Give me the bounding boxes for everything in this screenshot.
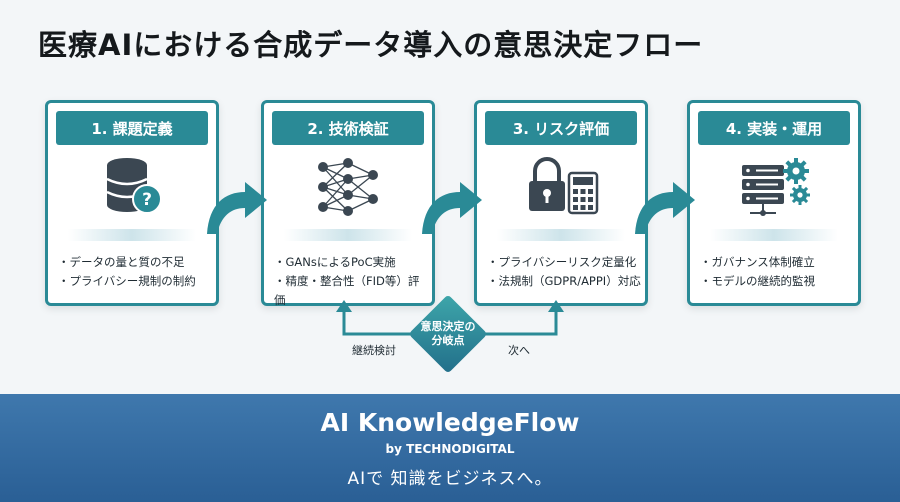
step-4-bullets: ガバナンス体制確立 モデルの継続的監視: [700, 253, 854, 291]
step-2-header: 2. 技術検証: [272, 111, 424, 145]
step-card-3: 3. リスク評価 プライバシーリスク定量化 法規制（GDPR/APPI）対応: [474, 100, 648, 306]
footer-banner: AI KnowledgeFlow by TECHNODIGITAL AIで 知識…: [0, 394, 900, 502]
step-1-bullet: データの量と質の不足: [58, 253, 212, 272]
neural-network-icon: [264, 155, 432, 219]
step-3-bullets: プライバシーリスク定量化 法規制（GDPR/APPI）対応: [487, 253, 641, 291]
step-2-bullet: 精度・整合性（FID等）評価: [274, 272, 428, 310]
decision-loop-arrows: [336, 300, 564, 336]
step-1-bullet: プライバシー規制の制約: [58, 272, 212, 291]
server-gears-icon: [690, 155, 858, 219]
step-3-header: 3. リスク評価: [485, 111, 637, 145]
svg-text:?: ?: [142, 190, 152, 210]
step-2-bullets: GANsによるPoC実施 精度・整合性（FID等）評価: [274, 253, 428, 310]
tagline: AIで 知識をビジネスへ。: [347, 469, 553, 489]
continue-review-label: 継続検討: [352, 344, 396, 357]
flow-arrow-icon: [207, 182, 267, 234]
flow-arrow-icon: [422, 182, 482, 234]
step-4-header: 4. 実装・運用: [698, 111, 850, 145]
step-4-bullet: モデルの継続的監視: [700, 272, 854, 291]
decision-label: 意思決定の 分岐点: [420, 320, 476, 347]
flow-arrow-icon: [635, 182, 695, 234]
step-card-2: 2. 技術検証 GANsによるPoC実施 精度・整合性（FID等）評価: [261, 100, 435, 307]
step-3-bullet: 法規制（GDPR/APPI）対応: [487, 272, 641, 291]
step-2-bullet: GANsによるPoC実施: [274, 253, 428, 272]
step-card-4: 4. 実装・運用: [687, 100, 861, 306]
step-card-1: 1. 課題定義 ? データの量と質の不足 プライバシー規制の制約: [45, 100, 219, 306]
step-4-bullet: ガバナンス体制確立: [700, 253, 854, 272]
step-3-bullet: プライバシーリスク定量化: [487, 253, 641, 272]
database-question-icon: ?: [48, 155, 216, 219]
step-1-header: 1. 課題定義: [56, 111, 208, 145]
brand-name: AI KnowledgeFlow: [320, 408, 580, 437]
page-title: 医療AIにおける合成データ導入の意思決定フロー: [38, 28, 704, 62]
lock-calculator-icon: [477, 155, 645, 219]
next-label: 次へ: [508, 344, 530, 357]
step-1-bullets: データの量と質の不足 プライバシー規制の制約: [58, 253, 212, 291]
brand-subtitle: by TECHNODIGITAL: [385, 442, 515, 456]
